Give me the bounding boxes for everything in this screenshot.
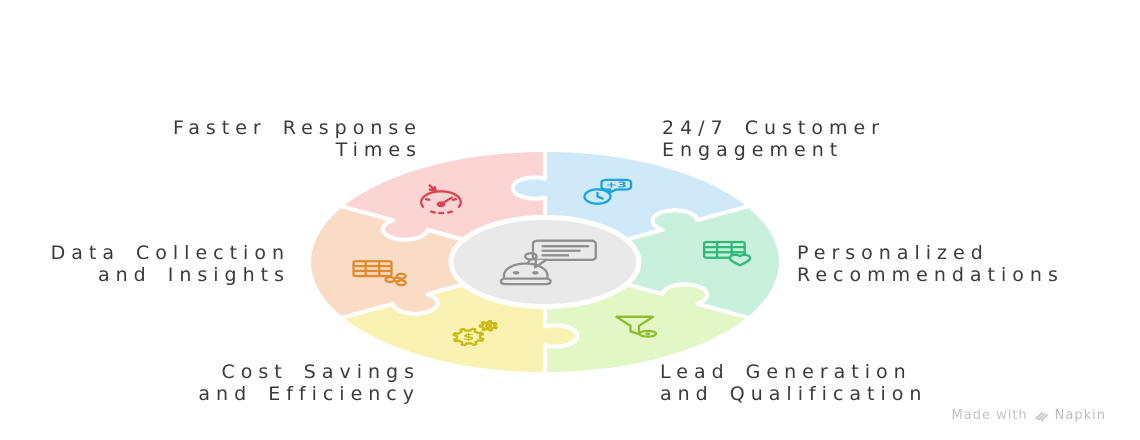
funnel-eye-icon-part [645,332,651,336]
clock-chat-icon-part [602,180,632,193]
label-line: Faster Response [173,117,422,139]
label-line: Engagement [662,138,844,161]
table-share-icon-part [397,274,406,279]
watermark-brand: Napkin [1054,408,1106,423]
label-line: and Qualification [660,382,928,405]
label-line: Personalized [797,242,989,264]
label-line: Data Collection [50,242,290,264]
chatbot-icon-part [504,263,547,278]
napkin-logo-icon [1034,410,1049,422]
speedometer-arrow-icon-part [431,212,452,213]
label-lead-generation-qualification: Lead Generation and Qualification [660,361,928,405]
label-personalized-recommendations: Personalized Recommendations [797,242,1064,286]
speedometer-arrow-icon [421,185,461,213]
label-line: Times [335,138,422,161]
watermark: Made with Napkin [952,408,1106,423]
center-circle [451,217,639,306]
chatbot-icon-part [501,279,551,285]
label-line: 24/7 Customer [662,117,885,139]
clock-chat-icon: +3 [585,180,632,204]
label-data-collection-insights: Data Collection and Insights [50,242,290,286]
segment-data-collection-insights [309,206,545,318]
clock-chat-icon-part [598,193,603,199]
label-line: and Efficiency [198,382,420,405]
table-share-icon-part [354,261,392,276]
table-heart-icon [704,242,750,265]
label-line: Cost Savings [221,361,420,383]
chatbot-icon [501,241,596,284]
table-heart-icon-part [704,242,745,258]
gears-dollar-icon-part [454,329,484,345]
table-share-icon-part [397,280,406,285]
label-line: Recommendations [797,263,1064,286]
chatbot-icon-part [512,270,520,275]
speedometer-arrow-icon-part [426,199,456,200]
table-share-icon [354,261,406,285]
watermark-prefix: Made with [951,408,1028,423]
clock-chat-icon-part: +3 [606,181,627,190]
label-line: Lead Generation [660,361,912,383]
chatbot-icon-part [543,246,589,255]
chatbot-icon-part [532,270,539,275]
table-heart-icon-part [704,242,745,258]
label-customer-engagement: 24/7 Customer Engagement [662,117,885,161]
gears-dollar-icon: $ [454,321,497,345]
funnel-eye-icon [617,317,657,337]
table-share-icon-part [354,261,392,276]
speedometer-arrow-icon-part [430,187,436,190]
chatbot-icon-part [525,253,536,259]
label-cost-savings-efficiency: Cost Savings and Efficiency [198,361,420,405]
label-faster-response-times: Faster Response Times [173,117,422,161]
table-heart-icon-part [730,255,750,265]
table-share-icon-part [386,277,395,282]
speedometer-arrow-icon-part [421,191,461,206]
clock-chat-icon-part [585,189,611,203]
gears-dollar-icon-part [486,324,491,327]
label-line: and Insights [97,263,290,286]
speedometer-arrow-icon-part [438,203,445,207]
gears-dollar-icon-part [480,321,497,330]
gears-dollar-icon-part: $ [463,333,474,343]
